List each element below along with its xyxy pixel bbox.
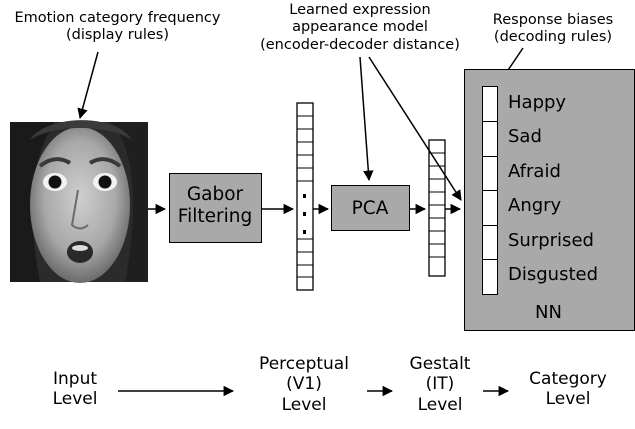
response-biases-annotation: Response biases (decoding rules) bbox=[478, 12, 628, 47]
learned-model-annotation: Learned expression appearance model (enc… bbox=[250, 2, 470, 54]
nn-output-disgusted: Disgusted bbox=[508, 264, 599, 285]
nn-output-afraid: Afraid bbox=[508, 161, 561, 182]
category-level-label: Category Level bbox=[513, 369, 623, 410]
gabor-filtering-box: Gabor Filtering bbox=[169, 173, 262, 243]
nn-output-vector bbox=[482, 86, 498, 295]
pca-feature-vector bbox=[428, 139, 446, 277]
annotation-line: (encoder-decoder distance) bbox=[260, 36, 460, 53]
face-photo bbox=[10, 120, 148, 283]
annotation-line: Emotion category frequency bbox=[14, 10, 221, 26]
level-line: Perceptual bbox=[259, 354, 349, 374]
level-line: Level bbox=[281, 394, 327, 415]
arrow-model-to-nn bbox=[368, 56, 462, 201]
annotation-line: (decoding rules) bbox=[493, 29, 613, 46]
nn-output-sad: Sad bbox=[508, 126, 542, 147]
emotion-frequency-annotation: Emotion category frequency (display rule… bbox=[0, 10, 235, 45]
level-line: Input bbox=[52, 369, 98, 389]
arrow-emotion-frequency bbox=[77, 51, 99, 120]
level-line: Category bbox=[529, 369, 607, 389]
gabor-label-line: Filtering bbox=[177, 206, 253, 228]
nn-output-surprised: Surprised bbox=[508, 230, 594, 251]
annotation-line: Response biases bbox=[492, 12, 614, 28]
level-line: Level bbox=[52, 389, 98, 410]
annotation-line: appearance model bbox=[292, 19, 428, 36]
level-line: Level bbox=[417, 394, 463, 415]
nn-box: Happy Sad Afraid Angry Surprised Disgust… bbox=[464, 69, 635, 331]
pca-label: PCA bbox=[351, 198, 389, 219]
annotation-line: (display rules) bbox=[65, 27, 170, 44]
nn-output-angry: Angry bbox=[508, 195, 562, 216]
pca-box: PCA bbox=[331, 185, 410, 231]
gabor-feature-vector bbox=[296, 102, 314, 291]
level-line: Gestalt bbox=[409, 354, 471, 374]
annotation-line: Learned expression bbox=[289, 2, 431, 18]
gabor-label-line: Gabor bbox=[186, 184, 244, 205]
arrow-model-to-pca bbox=[359, 56, 374, 182]
nn-title: NN bbox=[535, 302, 562, 323]
nn-output-happy: Happy bbox=[508, 92, 567, 113]
gestalt-level-label: Gestalt (IT) Level bbox=[397, 354, 483, 415]
level-line: (IT) bbox=[425, 374, 455, 395]
input-level-label: Input Level bbox=[30, 369, 120, 410]
level-line: (V1) bbox=[286, 374, 322, 395]
level-line: Level bbox=[545, 389, 591, 410]
perceptual-level-label: Perceptual (V1) Level bbox=[244, 354, 364, 415]
